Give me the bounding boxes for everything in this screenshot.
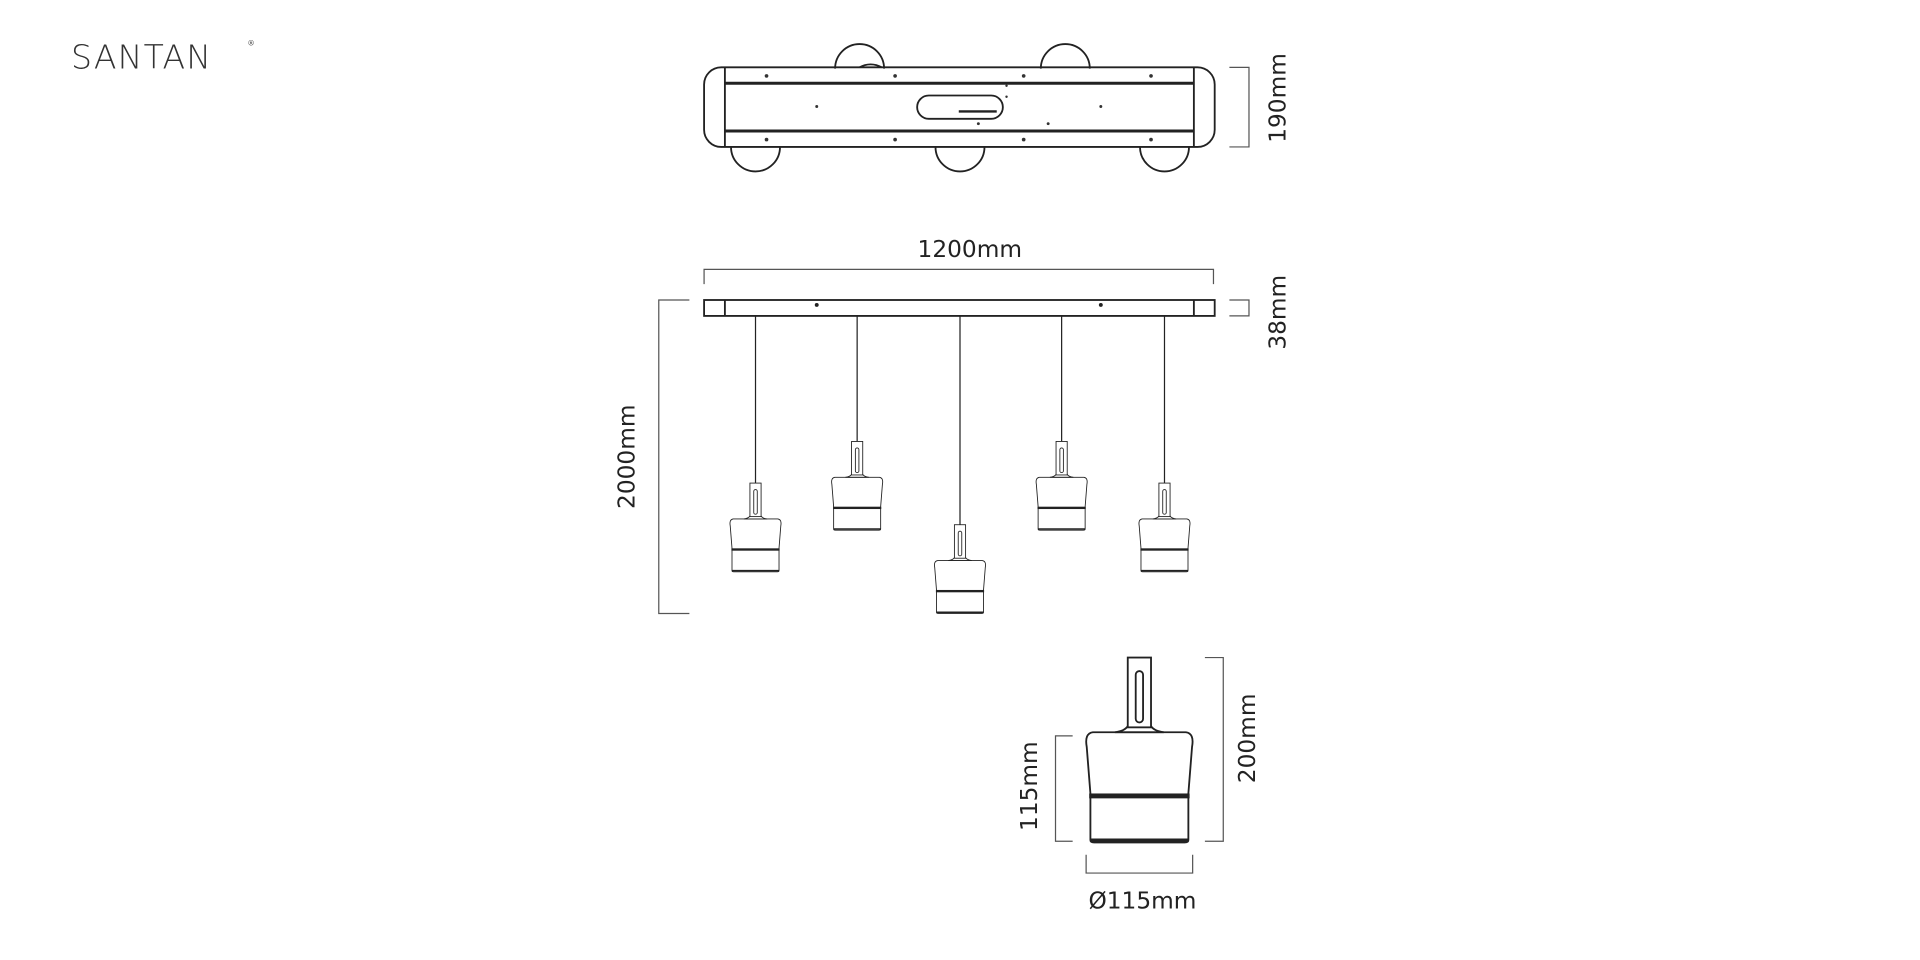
- dim-canopy-length: 1200mm: [918, 236, 1022, 263]
- dim-shade-diameter: Ø115mm: [1088, 888, 1196, 915]
- dim-shade-height: 115mm: [1016, 741, 1043, 831]
- pendant-lamp: [1138, 482, 1191, 573]
- pendant-lamp: [933, 523, 987, 615]
- pendant-lamp: [729, 482, 782, 573]
- front-view: 1200mm 38mm 2000mm: [613, 236, 1292, 615]
- brand-logo: SANTAN ®: [71, 38, 255, 77]
- dim-canopy-depth: 190mm: [1265, 53, 1292, 143]
- svg-text:®: ®: [247, 38, 254, 47]
- canopy-top-view: 190mm: [703, 43, 1292, 173]
- dim-canopy-height: 38mm: [1265, 275, 1292, 350]
- dim-overall-drop: 2000mm: [613, 405, 640, 509]
- pendant-detail: 200mm 115mm Ø115mm: [1016, 656, 1261, 915]
- svg-text:SANTAN: SANTAN: [71, 38, 212, 77]
- pendant-lamp: [1035, 440, 1088, 531]
- pendant-lamp: [830, 440, 884, 531]
- dim-pendant-height: 200mm: [1234, 694, 1261, 784]
